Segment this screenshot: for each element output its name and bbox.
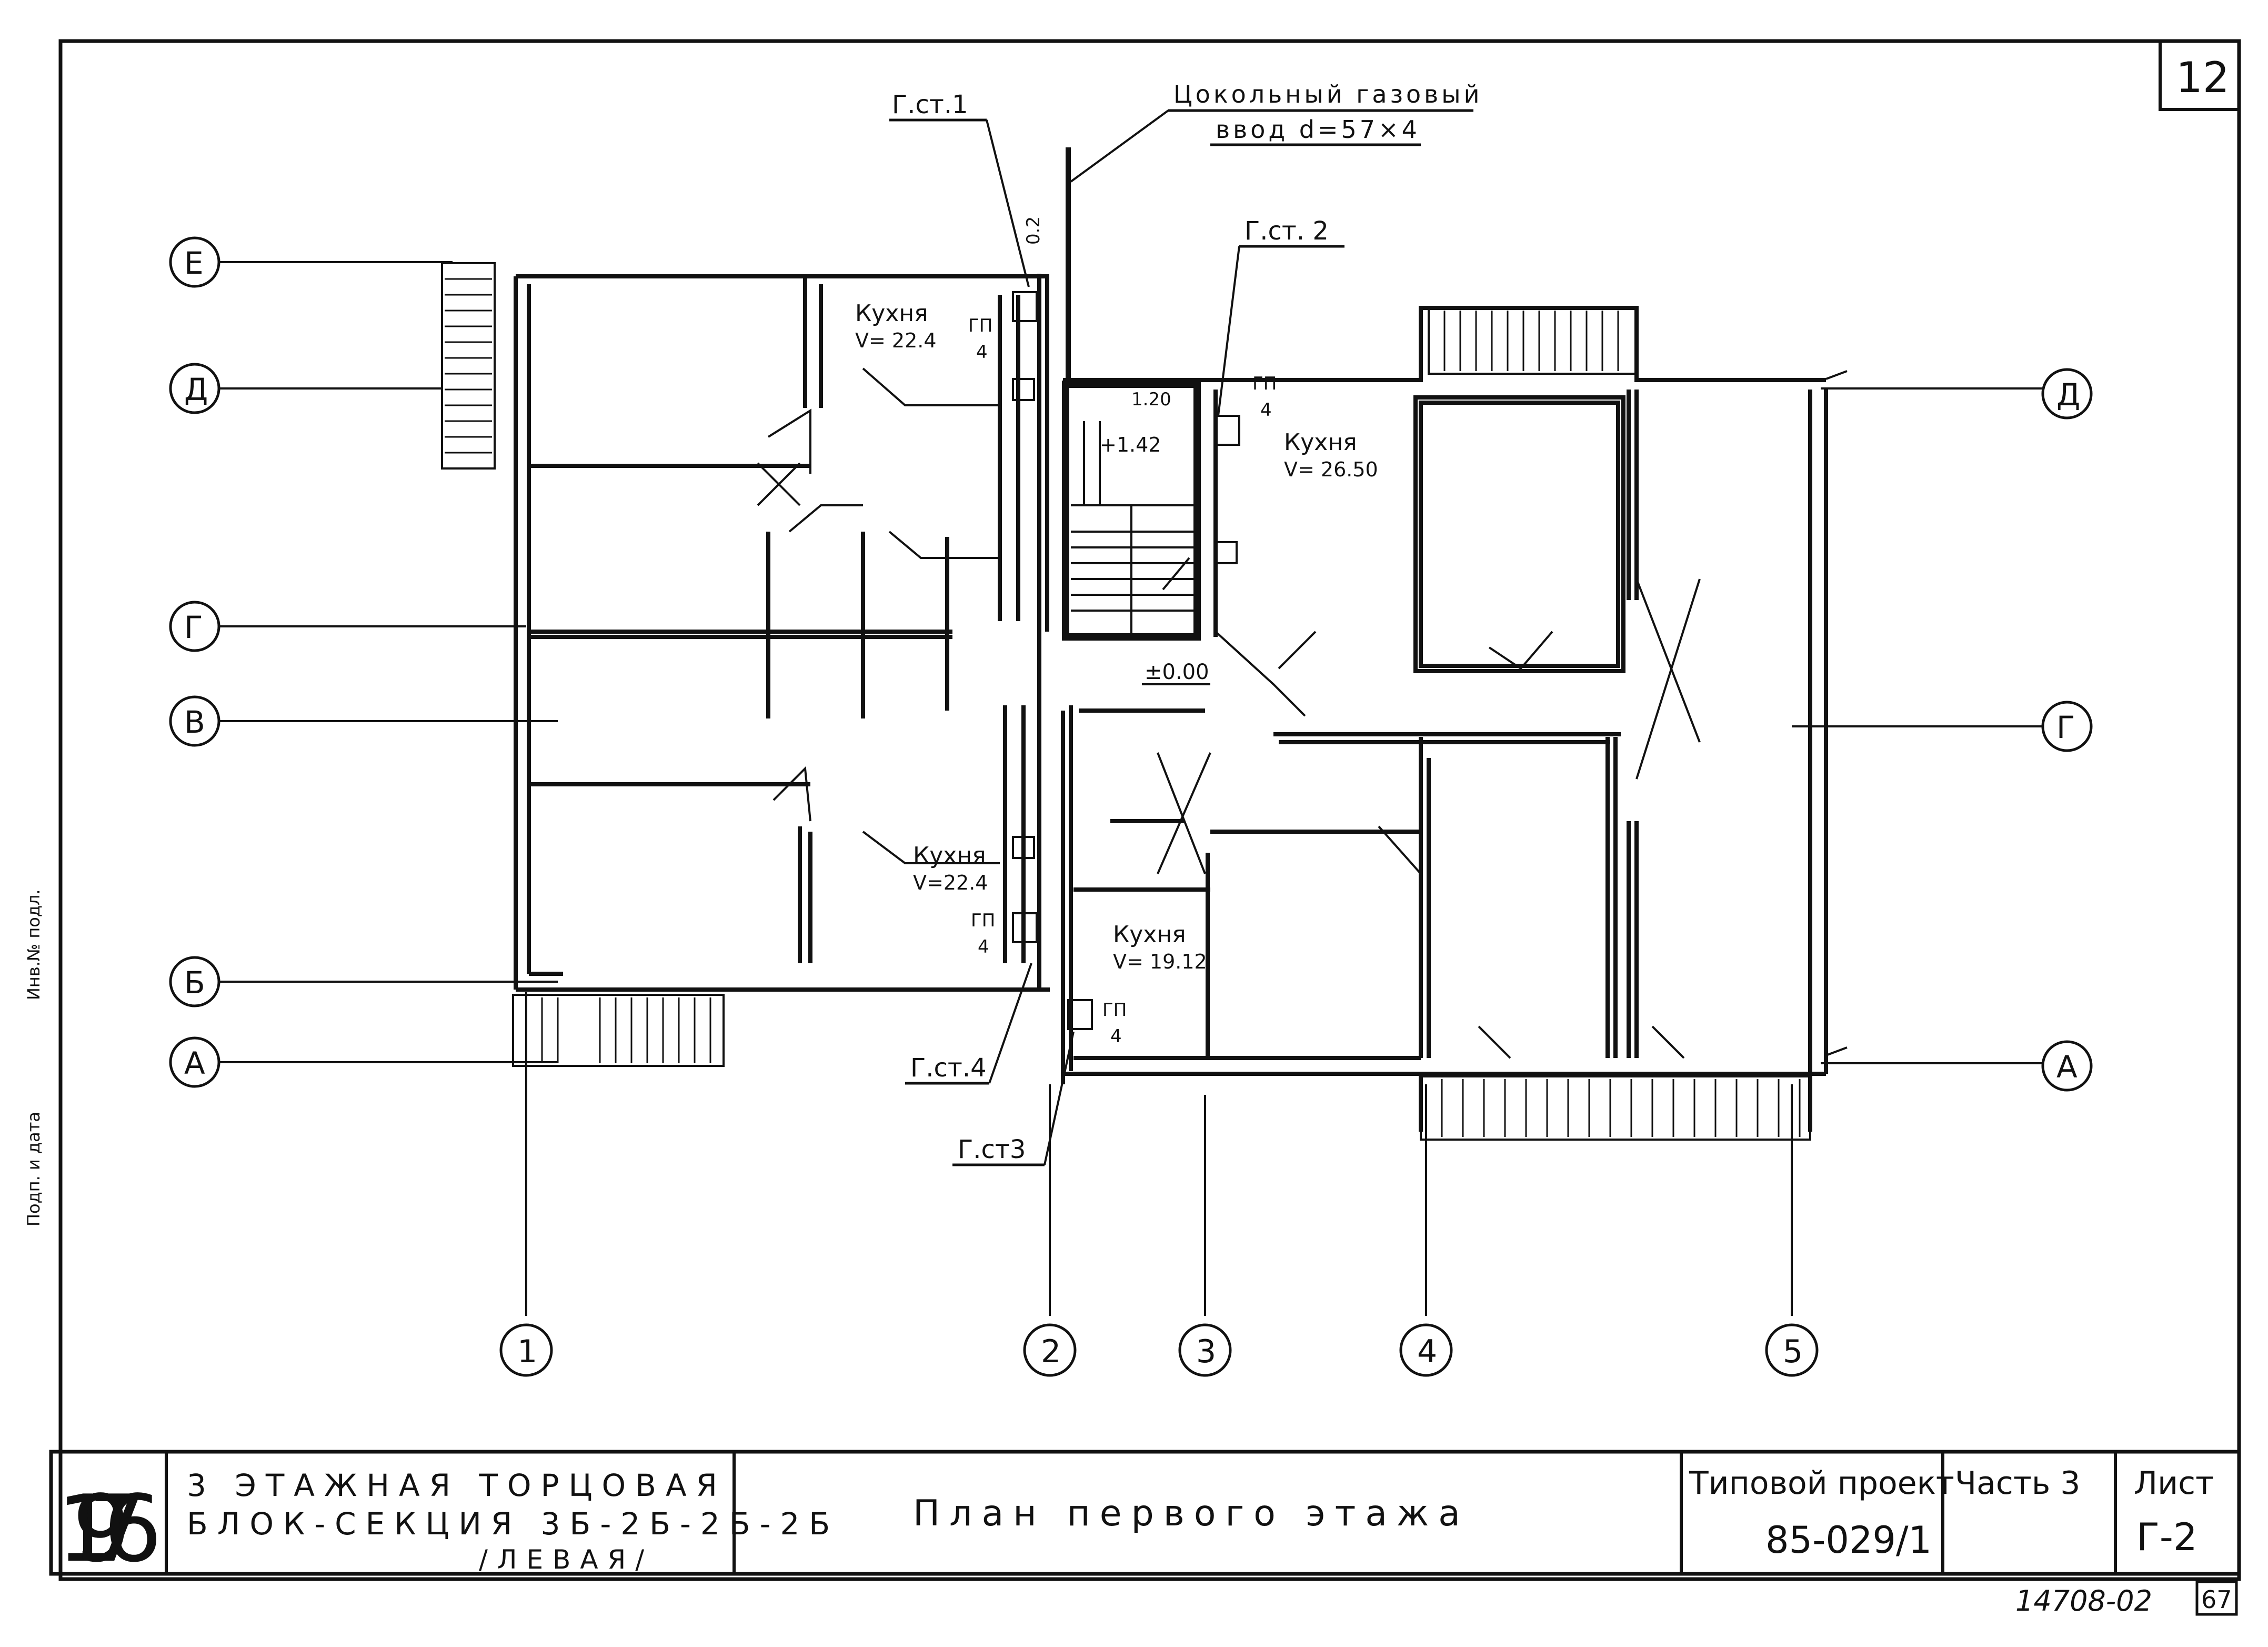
svg-text:Цокольный газовый: Цокольный газовый bbox=[1173, 80, 1483, 108]
svg-text:Е: Е bbox=[184, 245, 204, 281]
svg-text:ГП: ГП bbox=[971, 910, 995, 931]
grid-row-marker-e: Е bbox=[169, 236, 220, 288]
svg-text:3: 3 bbox=[1196, 1333, 1216, 1370]
grid-col-marker-4: 4 bbox=[1399, 1323, 1453, 1377]
svg-text:Г.ст.4: Г.ст.4 bbox=[910, 1053, 987, 1083]
svg-text:Г.ст.1: Г.ст.1 bbox=[892, 90, 968, 119]
title-description-1: 3 ЭТАЖНАЯ ТОРЦОВАЯ bbox=[187, 1468, 727, 1503]
grid-row-marker-g: Г bbox=[169, 601, 220, 652]
sheet-corner-box bbox=[2159, 39, 2241, 111]
balcony-hatched-left-bottom bbox=[512, 994, 725, 1067]
kitchen-label-3: Кухня V=22.4 ГП 4 bbox=[913, 842, 995, 957]
sheet-corner-number: 12 bbox=[2176, 53, 2230, 102]
interior-walls bbox=[529, 276, 1639, 1084]
balcony-hatched-left-top bbox=[441, 262, 496, 470]
stove-icons bbox=[1012, 291, 1240, 1030]
level-1-20: 1.20 bbox=[1131, 389, 1171, 410]
svg-text:Б: Б bbox=[184, 965, 205, 1001]
svg-text:ГП: ГП bbox=[968, 315, 992, 336]
svg-text:4: 4 bbox=[978, 936, 989, 957]
svg-text:V= 26.50: V= 26.50 bbox=[1284, 458, 1378, 481]
svg-text:V= 22.4: V= 22.4 bbox=[855, 329, 937, 352]
grid-col-marker-3: 3 bbox=[1178, 1323, 1232, 1377]
svg-text:Кухня: Кухня bbox=[1113, 921, 1186, 948]
svg-text:5: 5 bbox=[1783, 1333, 1803, 1370]
balcony-hatched-right-bottom bbox=[1420, 1075, 1811, 1141]
grid-axis-lines bbox=[220, 261, 2042, 1316]
gas-input-pipe bbox=[1037, 147, 1071, 990]
drawing-title: План первого этажа bbox=[913, 1493, 1470, 1534]
svg-text:Д: Д bbox=[184, 372, 208, 407]
svg-text:2: 2 bbox=[1041, 1333, 1061, 1370]
page-box bbox=[2195, 1580, 2238, 1616]
svg-text:4: 4 bbox=[1260, 400, 1272, 421]
svg-text:В: В bbox=[184, 704, 205, 740]
svg-text:Г: Г bbox=[2056, 710, 2075, 745]
svg-text:ввод d=57×4: ввод d=57×4 bbox=[1216, 115, 1420, 144]
svg-text:ГП: ГП bbox=[1252, 373, 1277, 394]
svg-text:4: 4 bbox=[976, 342, 988, 363]
page-number: 67 bbox=[2201, 1585, 2232, 1614]
grid-row-marker-b: Б bbox=[169, 956, 220, 1007]
grid-col-marker-5: 5 bbox=[1765, 1323, 1819, 1377]
project-label: Типовой проект bbox=[1689, 1465, 1954, 1502]
grid-row-marker-g-right: Г bbox=[2041, 701, 2093, 752]
svg-text:Кухня: Кухня bbox=[1284, 429, 1357, 456]
svg-text:4: 4 bbox=[1417, 1333, 1437, 1370]
grid-col-marker-2: 2 bbox=[1023, 1323, 1077, 1377]
gas-stand-2-label: Г.ст. 2 bbox=[1217, 216, 1344, 416]
title-block-frame bbox=[49, 1450, 2241, 1576]
gas-stand-1-label: Г.ст.1 bbox=[889, 90, 1030, 287]
project-number: 85-029/1 bbox=[1765, 1519, 1932, 1562]
svg-text:Г.ст3: Г.ст3 bbox=[958, 1135, 1026, 1164]
svg-text:4: 4 bbox=[1110, 1026, 1122, 1047]
title-description-3: /ЛЕВАЯ/ bbox=[479, 1544, 654, 1575]
bottom-code: 14708-02 bbox=[2015, 1584, 2152, 1618]
door-swing-marks bbox=[757, 367, 1701, 1059]
grid-row-marker-a-right: А bbox=[2041, 1040, 2093, 1092]
svg-text:Г.ст. 2: Г.ст. 2 bbox=[1245, 216, 1329, 246]
margin-stamp-2: Подп. и дата bbox=[24, 1112, 44, 1226]
gas-stand-3-label: Г.ст3 bbox=[952, 1031, 1075, 1166]
level-1-42: +1.42 bbox=[1100, 433, 1161, 456]
grid-col-marker-1: 1 bbox=[499, 1323, 553, 1377]
title-description-2: БЛОК-СЕКЦИЯ 3Б-2Б-2Б-2Б bbox=[187, 1506, 839, 1542]
exterior-walls bbox=[514, 274, 1828, 1132]
svg-text:Д: Д bbox=[2056, 377, 2080, 413]
dimension-02: 0.2 bbox=[1023, 216, 1044, 245]
title-year: 1976 bbox=[57, 1476, 162, 1583]
sheet-number: Г-2 bbox=[2136, 1515, 2197, 1559]
part-label: Часть 3 bbox=[1955, 1465, 2080, 1502]
svg-text:А: А bbox=[184, 1045, 205, 1081]
sheet-frame bbox=[58, 39, 2241, 1581]
margin-stamp-1: Инв.№ подл. bbox=[24, 889, 44, 1000]
svg-text:А: А bbox=[2056, 1049, 2078, 1085]
grid-row-marker-v: В bbox=[169, 695, 220, 747]
gas-input-label: Цокольный газовый ввод d=57×4 bbox=[1070, 80, 1483, 183]
gas-stand-4-label: Г.ст.4 bbox=[905, 963, 1032, 1085]
kitchen-label-2: Кухня V= 26.50 ГП 4 bbox=[1252, 373, 1378, 481]
grid-row-marker-a: А bbox=[169, 1036, 220, 1088]
svg-text:ГП: ГП bbox=[1102, 1000, 1127, 1021]
kitchen-label-4: Кухня V= 19.12 ГП 4 bbox=[1102, 921, 1207, 1047]
balcony-hatched-right-top bbox=[1428, 307, 1638, 375]
kitchen-label-1: Кухня V= 22.4 ГП 4 bbox=[855, 300, 992, 363]
svg-text:1: 1 bbox=[517, 1333, 537, 1370]
svg-text:Кухня: Кухня bbox=[913, 842, 986, 869]
stair-flight bbox=[1071, 421, 1195, 637]
grid-row-marker-d-right: Д bbox=[2041, 368, 2093, 420]
level-0-00: ±0.00 bbox=[1145, 660, 1209, 684]
svg-text:Г: Г bbox=[184, 610, 203, 645]
sheet-label: Лист bbox=[2134, 1465, 2214, 1502]
svg-text:Кухня: Кухня bbox=[855, 300, 928, 327]
svg-text:V= 19.12: V= 19.12 bbox=[1113, 950, 1207, 973]
svg-text:V=22.4: V=22.4 bbox=[913, 871, 988, 894]
axis-ticks bbox=[1049, 370, 1848, 1226]
grid-row-marker-d: Д bbox=[169, 363, 220, 414]
